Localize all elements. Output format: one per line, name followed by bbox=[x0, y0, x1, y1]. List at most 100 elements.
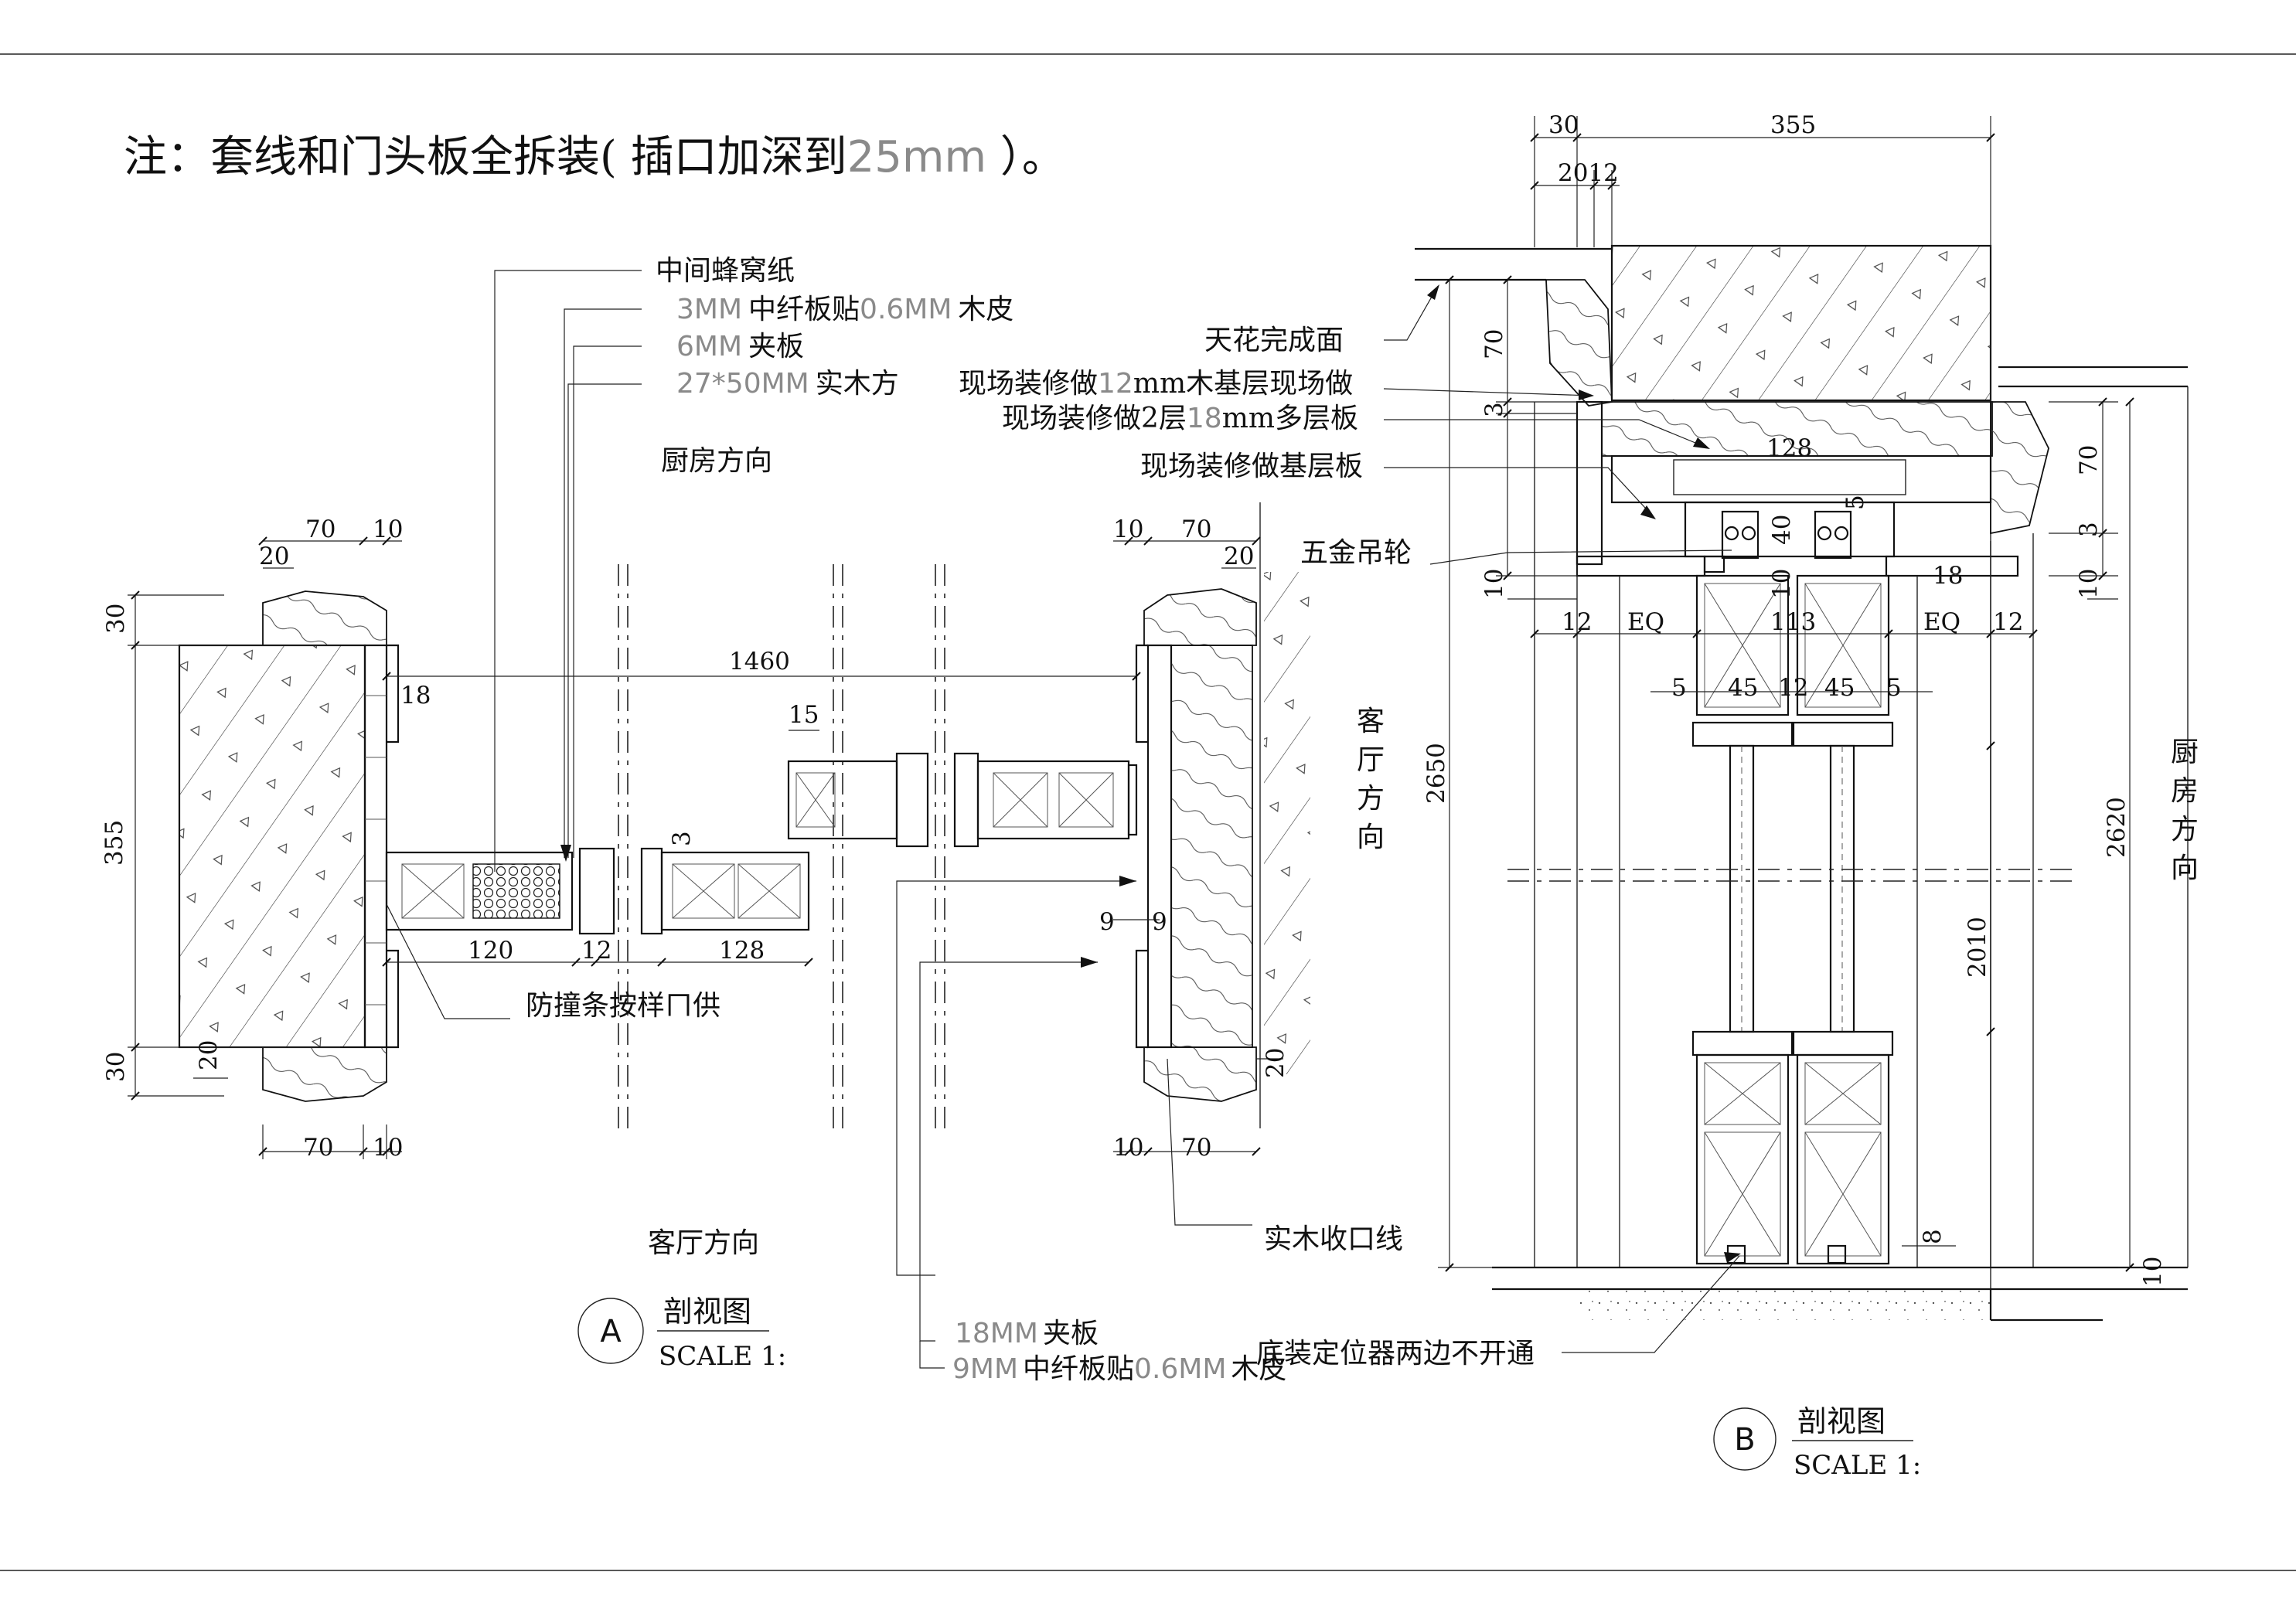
dim-b-5-top: 5 bbox=[1841, 495, 1869, 510]
label-site-base-board: 现场装修做基层板 bbox=[1140, 451, 1363, 482]
dim-a-70-bl: 70 bbox=[303, 1134, 333, 1162]
label-kitchen-vertical: 厨 房 方 向 bbox=[2171, 737, 2199, 884]
label-trim: 实木收口线 bbox=[1264, 1223, 1403, 1255]
right-jamb-board bbox=[1146, 644, 1173, 1049]
dim-b-2620: 2620 bbox=[2103, 797, 2131, 858]
section-a-letter: A bbox=[600, 1314, 622, 1349]
dim-b-10-bot: 10 bbox=[2139, 1257, 2167, 1287]
dim-b-5-l: 5 bbox=[1671, 674, 1687, 702]
ceiling-molding-right bbox=[1990, 401, 2049, 535]
note-depth: 25mm bbox=[847, 132, 986, 182]
dim-a-20-tr: 20 bbox=[1224, 543, 1254, 570]
dim-a-20-br: 20 bbox=[1262, 1048, 1289, 1078]
dim-a-30-top: 30 bbox=[102, 604, 130, 634]
dim-a-10-tl: 10 bbox=[373, 515, 403, 543]
svg-text:方: 方 bbox=[2171, 814, 2199, 846]
svg-text:客: 客 bbox=[1357, 706, 1385, 737]
dim-a-355: 355 bbox=[100, 820, 128, 866]
label-site-12mm: 现场装修做12mm木基层现场做 bbox=[959, 368, 1353, 400]
hanger-wheels bbox=[1721, 510, 1852, 560]
dim-a-20-tl: 20 bbox=[259, 543, 289, 570]
label-living-direction: 客厅方向 bbox=[648, 1227, 759, 1259]
label-bump-strip: 防撞条按样ㄇ供 bbox=[526, 990, 720, 1022]
dim-a-12: 12 bbox=[581, 937, 611, 965]
section-b-letter: B bbox=[1734, 1422, 1755, 1458]
dim-a-70-br: 70 bbox=[1181, 1134, 1211, 1162]
svg-text:向: 向 bbox=[1357, 822, 1385, 853]
section-b-drawing: 30 355 2012 70 3 128 70 3 10 10 5 40 10 … bbox=[959, 111, 2199, 1481]
dim-b-40: 40 bbox=[1768, 515, 1796, 545]
sheet-border bbox=[0, 53, 2296, 1571]
dim-b-3-r: 3 bbox=[2075, 522, 2103, 537]
header-base-board bbox=[1610, 454, 1992, 504]
section-b-leaders bbox=[1383, 285, 1740, 1353]
dim-a-10-bl: 10 bbox=[373, 1134, 403, 1162]
dim-a-120: 120 bbox=[468, 937, 513, 965]
left-wall-concrete bbox=[178, 644, 366, 1049]
dim-b-eq-l: EQ bbox=[1627, 608, 1664, 636]
section-a-dimensions bbox=[128, 540, 1283, 1159]
dim-a-70-tl: 70 bbox=[305, 515, 336, 543]
dim-b-10-r: 10 bbox=[2075, 569, 2103, 599]
ceiling-molding-left bbox=[1545, 279, 1613, 407]
dim-b-10-l: 10 bbox=[1480, 569, 1508, 599]
dim-b-45-r: 45 bbox=[1824, 674, 1855, 702]
section-a-title: 剖视图 bbox=[663, 1295, 751, 1329]
track-assembly bbox=[1684, 501, 1896, 558]
dim-b-12-r: 12 bbox=[1993, 608, 2023, 636]
dim-a-9a: 9 bbox=[1099, 908, 1115, 936]
right-casing-bottom bbox=[1143, 1046, 1257, 1102]
dim-b-18: 18 bbox=[1933, 562, 1963, 590]
dim-b-8: 8 bbox=[1919, 1229, 1947, 1244]
label-floor-guide: 底装定位器两边不开通 bbox=[1256, 1338, 1535, 1370]
dim-b-3-l: 3 bbox=[1480, 402, 1508, 417]
note-text: 注：套线和门头板全拆装( 插口加深到 bbox=[124, 132, 847, 182]
dim-a-1460: 1460 bbox=[729, 648, 790, 675]
dim-b-355: 355 bbox=[1770, 111, 1816, 139]
general-note: 注：套线和门头板全拆装( 插口加深到25mm ）。 bbox=[124, 132, 1065, 182]
honeycomb-core bbox=[472, 863, 560, 919]
dim-a-15: 15 bbox=[789, 701, 819, 729]
dim-b-128: 128 bbox=[1766, 434, 1812, 462]
dim-b-113: 113 bbox=[1770, 608, 1816, 636]
label-living-vertical: 客 厅 方 向 bbox=[1357, 706, 1385, 853]
dim-b-30: 30 bbox=[1548, 111, 1579, 139]
left-casing-top bbox=[262, 590, 387, 646]
section-b-symbol bbox=[1713, 1407, 1777, 1471]
section-a-drawing: 70 10 20 30 355 30 20 70 10 18 1460 15 3… bbox=[100, 255, 1403, 1385]
header-board-18mm bbox=[1601, 401, 1993, 457]
dim-b-2012: 2012 bbox=[1558, 159, 1619, 187]
dim-a-20-bl: 20 bbox=[195, 1040, 223, 1070]
ceiling-slab bbox=[1610, 244, 1992, 402]
door-leaf-2 bbox=[660, 851, 810, 931]
section-b-dimensions bbox=[1438, 116, 2188, 1290]
section-a-scale: SCALE 1: bbox=[659, 1341, 786, 1372]
dim-b-5-r: 5 bbox=[1886, 674, 1902, 702]
label-ceiling-finish: 天花完成面 bbox=[1204, 325, 1344, 356]
label-honeycomb: 中间蜂窝纸 bbox=[656, 255, 795, 287]
svg-text:厨: 厨 bbox=[2171, 737, 2199, 768]
door-panel-right bbox=[1792, 574, 1894, 1265]
dim-a-3: 3 bbox=[668, 831, 696, 846]
left-casing-bottom bbox=[262, 1046, 387, 1102]
dim-b-70-l: 70 bbox=[1480, 329, 1508, 359]
section-b-title: 剖视图 bbox=[1797, 1404, 1886, 1438]
left-jamb-board bbox=[363, 644, 388, 1049]
dim-b-10-mid: 10 bbox=[1768, 569, 1796, 599]
dim-b-45-l: 45 bbox=[1728, 674, 1758, 702]
dim-a-9b: 9 bbox=[1152, 908, 1167, 936]
svg-text:向: 向 bbox=[2171, 852, 2199, 884]
label-hanger-wheels: 五金吊轮 bbox=[1300, 537, 1412, 569]
svg-text:方: 方 bbox=[1357, 783, 1385, 815]
dim-b-2010: 2010 bbox=[1964, 917, 1991, 978]
label-site-18mm: 现场装修做2层18mm多层板 bbox=[1002, 403, 1358, 434]
section-a-symbol bbox=[577, 1298, 644, 1364]
section-b-scale: SCALE 1: bbox=[1794, 1450, 1921, 1481]
dim-a-70-tr: 70 bbox=[1181, 515, 1211, 543]
dim-a-30-bot: 30 bbox=[102, 1052, 130, 1082]
